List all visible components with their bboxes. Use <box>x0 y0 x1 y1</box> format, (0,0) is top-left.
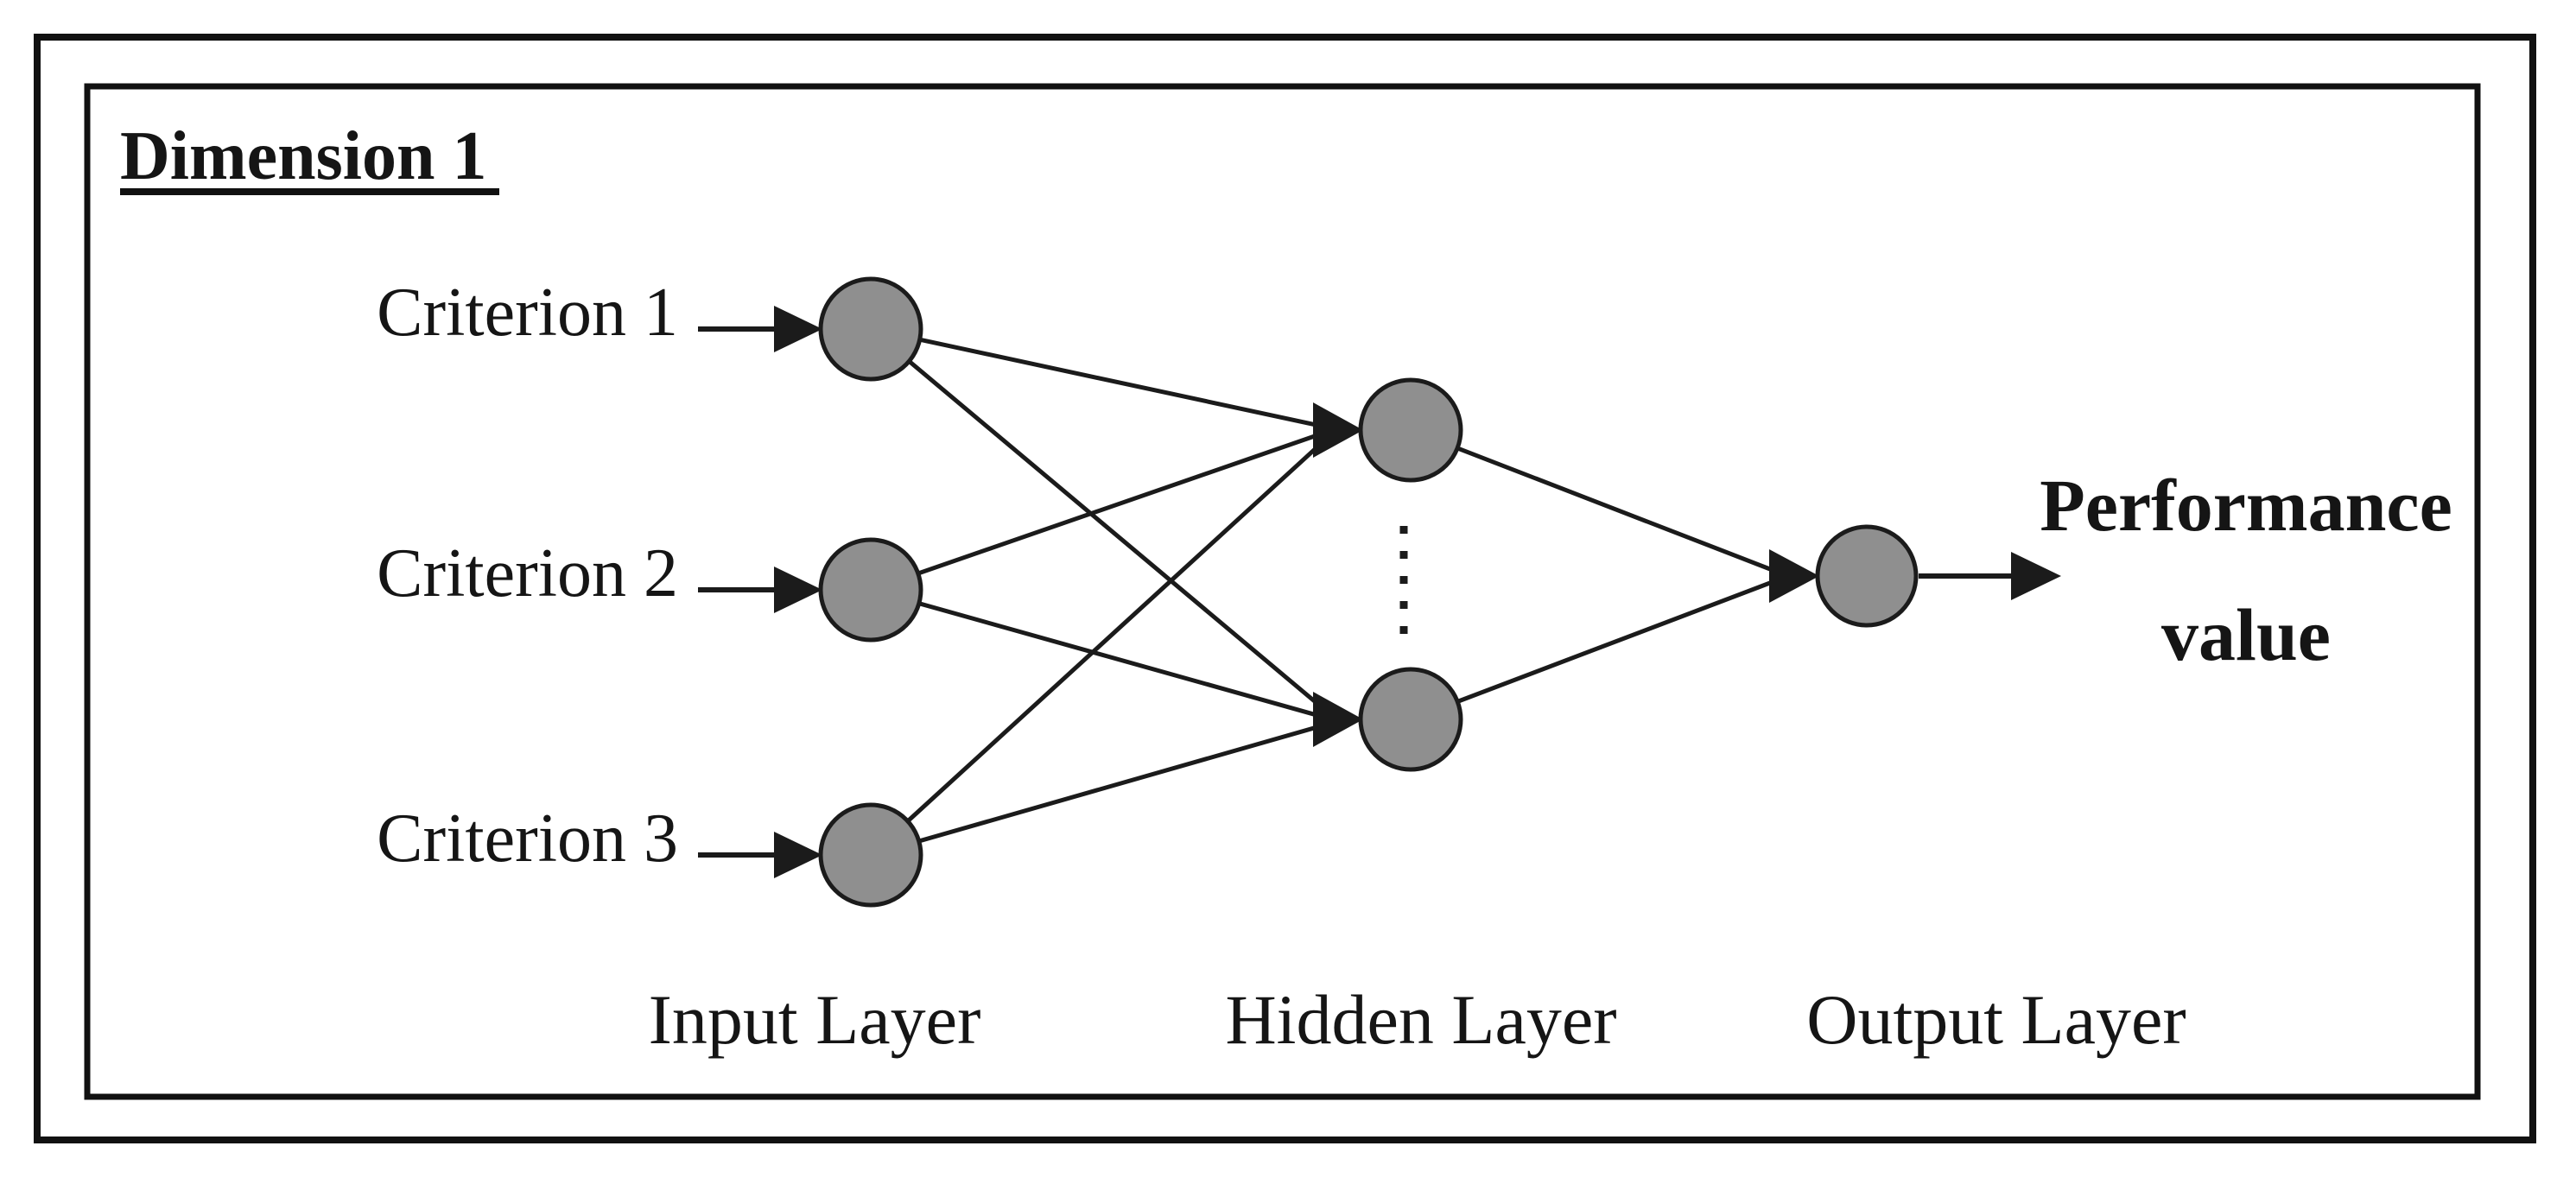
input-node-2 <box>818 537 923 643</box>
edge-input1-hidden2 <box>869 327 1334 718</box>
output-node <box>1815 524 1919 628</box>
edge-input2-hidden2 <box>870 587 1333 722</box>
output-arrow-head <box>2011 552 2061 600</box>
input-arrow-1-head <box>774 306 822 352</box>
hidden-layer-label: Hidden Layer <box>1225 980 1616 1059</box>
output-arrow <box>1919 552 2061 600</box>
hidden-node-1 <box>1358 377 1463 483</box>
hidden1-arrowhead <box>1313 402 1363 458</box>
inner-border <box>84 83 2481 1100</box>
input-arrow-3 <box>698 832 822 878</box>
input-node-1 <box>818 276 923 382</box>
edge-input1-hidden1 <box>870 326 1333 431</box>
criterion-3-label: Criterion 3 <box>377 801 678 877</box>
input-arrow-2-head <box>774 567 822 613</box>
performance-value-line1: Performance <box>2040 464 2452 547</box>
edge-input3-hidden2 <box>870 720 1333 858</box>
criterion-2-label: Criterion 2 <box>377 535 678 611</box>
hidden-node-2 <box>1358 667 1463 772</box>
output-node-arrowhead <box>1769 549 1819 603</box>
input-node-3 <box>818 802 923 908</box>
input-arrow-3-head <box>774 832 822 878</box>
performance-value-line2: value <box>2161 593 2331 676</box>
input-layer-label: Input Layer <box>649 980 981 1059</box>
hidden2-arrowhead <box>1313 692 1363 747</box>
input-arrow-2 <box>698 567 822 613</box>
edge-input2-hidden1 <box>870 427 1333 592</box>
dimension-title: Dimension 1 <box>120 118 487 194</box>
criterion-1-label: Criterion 1 <box>377 275 678 351</box>
outer-border <box>34 34 2536 1143</box>
edge-hidden1-output <box>1410 427 1782 576</box>
input-arrow-1 <box>698 306 822 352</box>
edge-hidden2-output <box>1410 576 1782 722</box>
edge-input3-hidden1 <box>869 432 1334 857</box>
output-layer-label: Output Layer <box>1806 980 2186 1059</box>
